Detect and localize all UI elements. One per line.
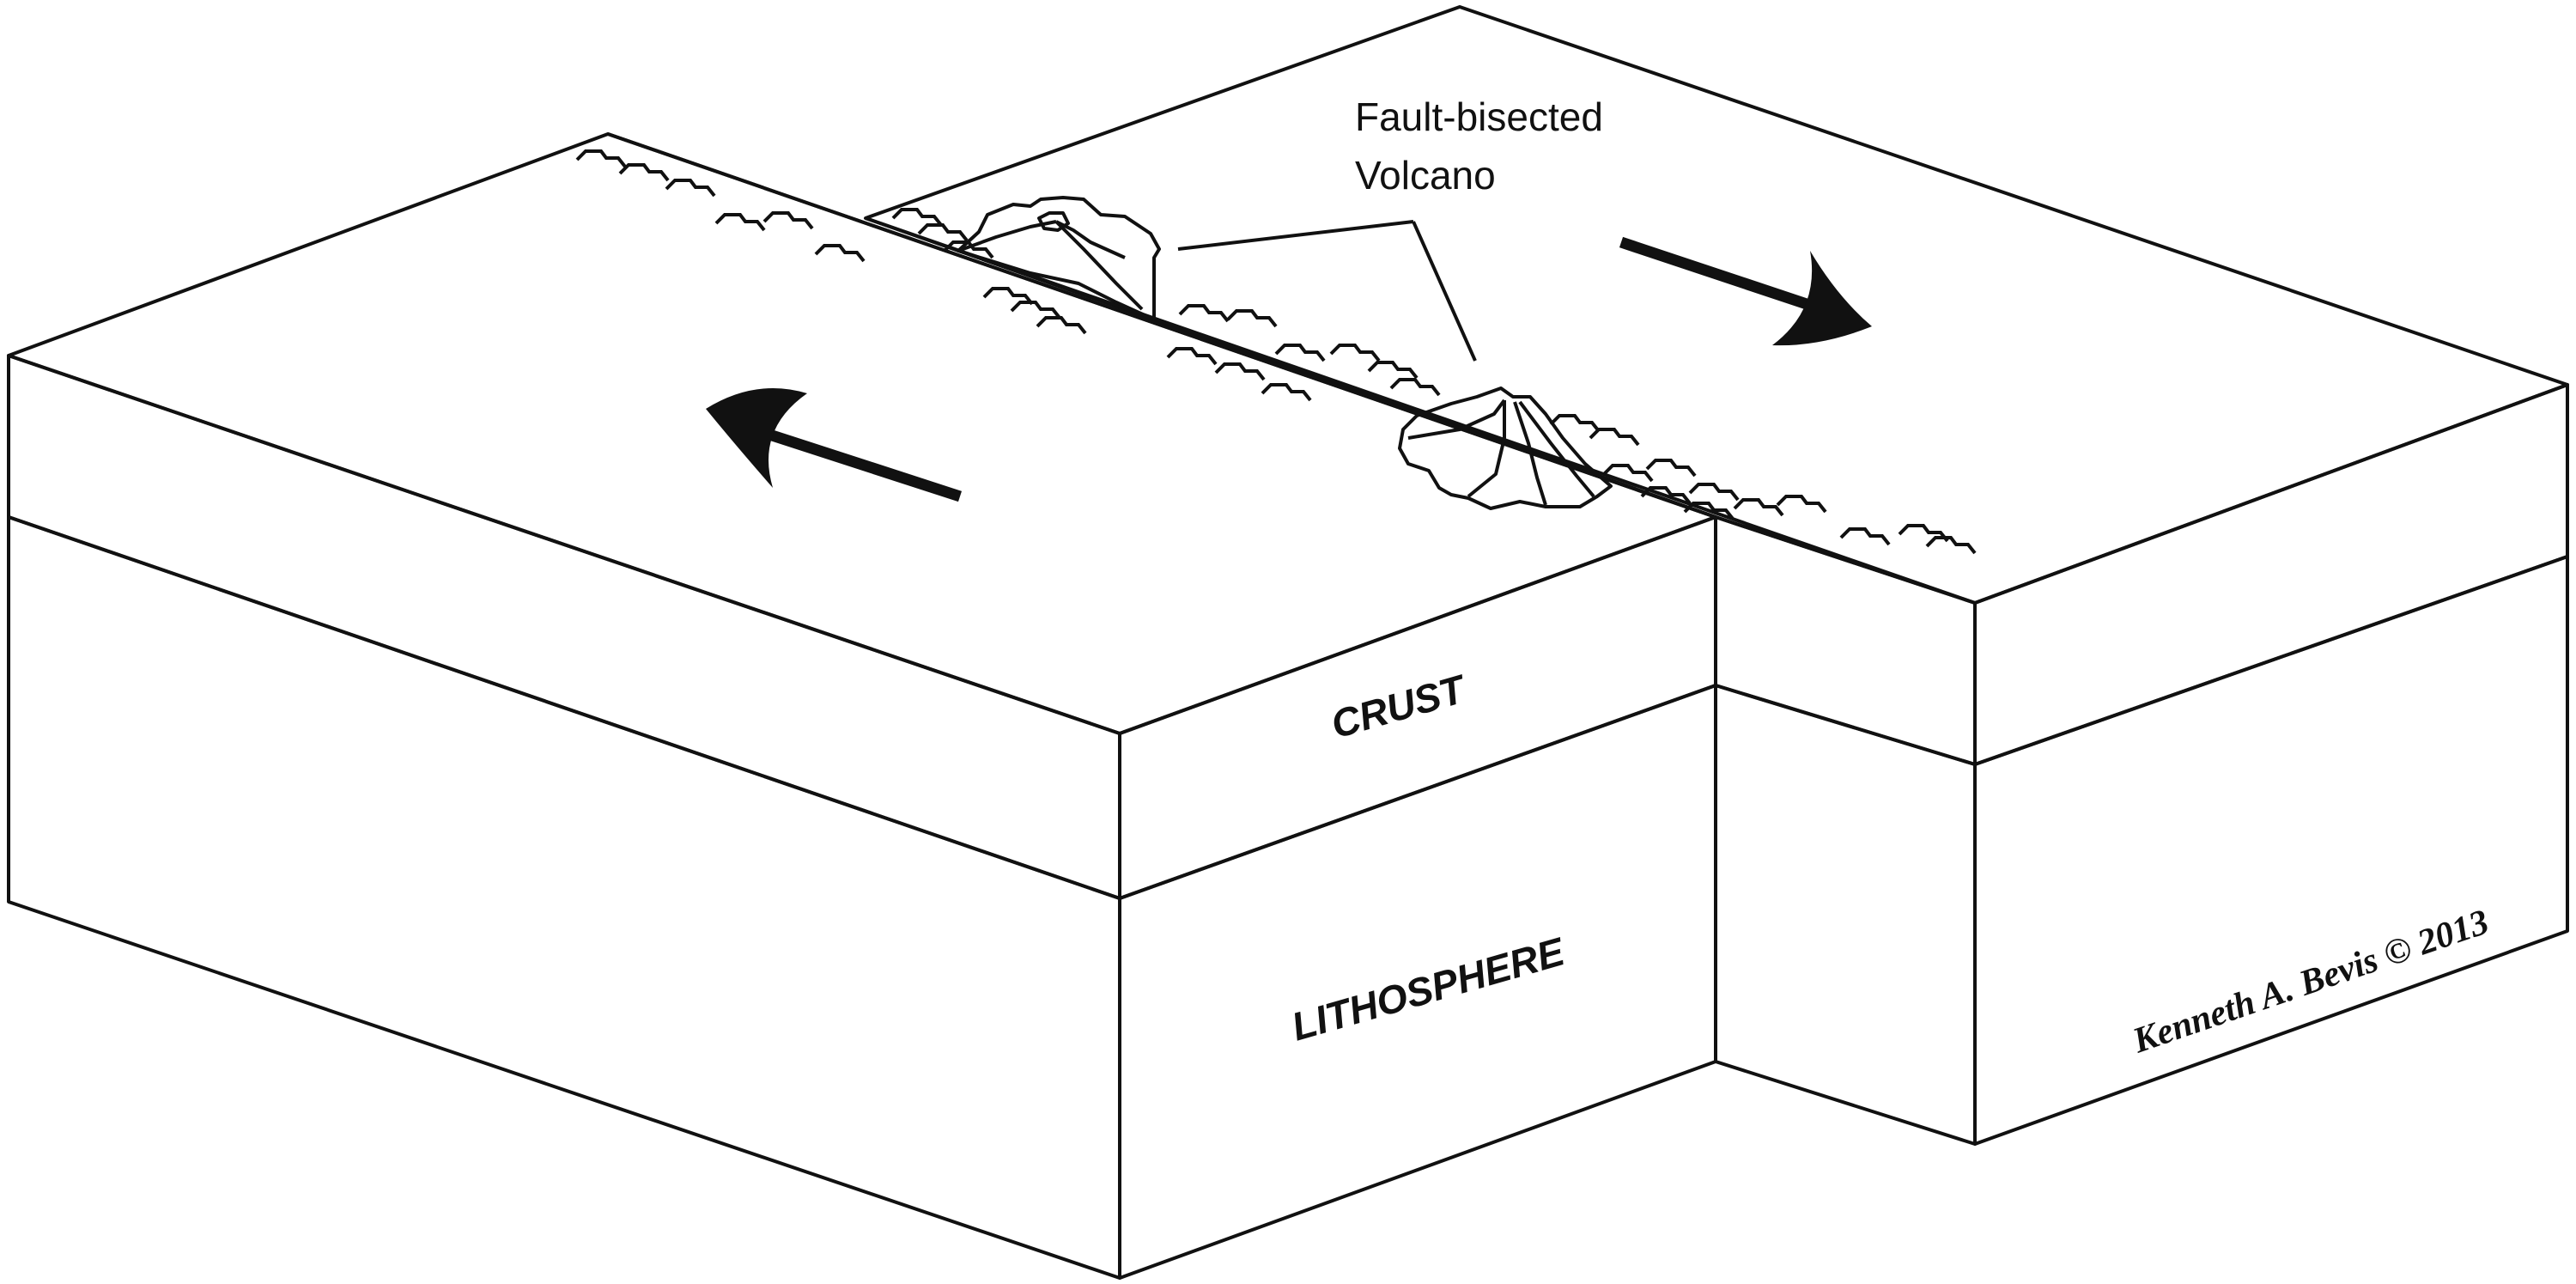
right-block-side-crust <box>1973 383 2569 766</box>
ridge-mark <box>1645 459 1697 478</box>
ridge-mark <box>1640 486 1692 505</box>
ridge-mark <box>814 244 866 263</box>
crust-label: CRUST <box>1326 666 1472 747</box>
ridge-mark <box>1688 483 1740 502</box>
right-block-side-lithosphere <box>1973 555 2569 1146</box>
fault-trace-left <box>607 132 1716 519</box>
ridge-mark <box>982 287 1034 306</box>
arrow-right-motion-icon <box>1619 236 1872 346</box>
right-block-front-crust <box>1714 515 1977 766</box>
ridge-mark <box>891 208 943 227</box>
volcano-upper <box>957 196 1161 321</box>
left-block-top-surface <box>7 132 1717 735</box>
lithosphere-label: LITHOSPHERE <box>1286 928 1570 1050</box>
volcano-label-line1: Fault-bisected <box>1355 94 1603 139</box>
ridge-mark <box>762 211 814 230</box>
volcano-lower <box>1398 386 1613 510</box>
ridge-mark <box>1178 304 1230 323</box>
ridge-mark <box>1166 347 1218 366</box>
ridge-mark <box>1261 383 1312 402</box>
ridge-mark <box>1226 309 1278 328</box>
right-block-front-lithosphere <box>1714 684 1977 1146</box>
ridge-mark <box>1898 524 1949 543</box>
ridge-mark <box>575 149 627 168</box>
ridge-mark <box>1733 498 1784 517</box>
ridge-mark <box>618 163 670 182</box>
ridge-mark <box>714 213 766 232</box>
left-block-front-lithosphere <box>7 515 1121 1280</box>
ridge-mark <box>917 223 969 242</box>
transform-fault-line <box>865 216 1976 605</box>
ridge-mark <box>1389 378 1441 397</box>
ridge-mark <box>1683 502 1735 520</box>
volcano-label-line2: Volcano <box>1355 153 1496 198</box>
ridge-mark <box>1367 361 1419 380</box>
ridge-mark <box>1589 428 1640 447</box>
copyright-text: Kenneth A. Bevis © 2013 <box>2127 902 2494 1061</box>
ridge-mark <box>1010 301 1061 319</box>
ridge-mark <box>1776 495 1827 514</box>
ridge-mark <box>1329 344 1381 362</box>
ridge-mark <box>1036 316 1087 335</box>
ridge-mark <box>1549 414 1601 433</box>
ridge-segments <box>575 149 1977 555</box>
ridge-mark <box>1602 464 1654 483</box>
left-block-side-lithosphere <box>1118 684 1717 1280</box>
arrow-left-motion-icon <box>706 388 963 502</box>
left-block-front-crust <box>7 354 1121 900</box>
ridge-mark <box>665 179 716 198</box>
ridge-mark <box>1274 344 1326 362</box>
volcano-annotation: Fault-bisected Volcano <box>1177 94 1603 362</box>
ridge-mark <box>1839 527 1891 546</box>
ridge-mark <box>1925 536 1977 555</box>
ridge-mark <box>1214 362 1266 381</box>
